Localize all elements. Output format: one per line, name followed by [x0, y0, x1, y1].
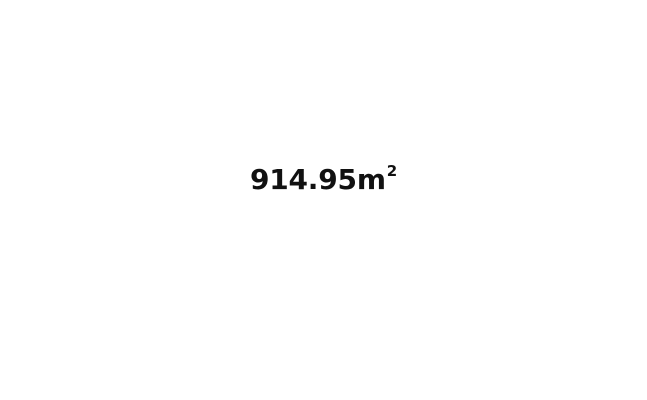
area-value: 914.95 [249, 163, 357, 196]
area-measurement-label: 914.95m2 [0, 160, 647, 204]
area-unit-exponent: 2 [386, 162, 398, 180]
area-unit: m [356, 163, 386, 196]
